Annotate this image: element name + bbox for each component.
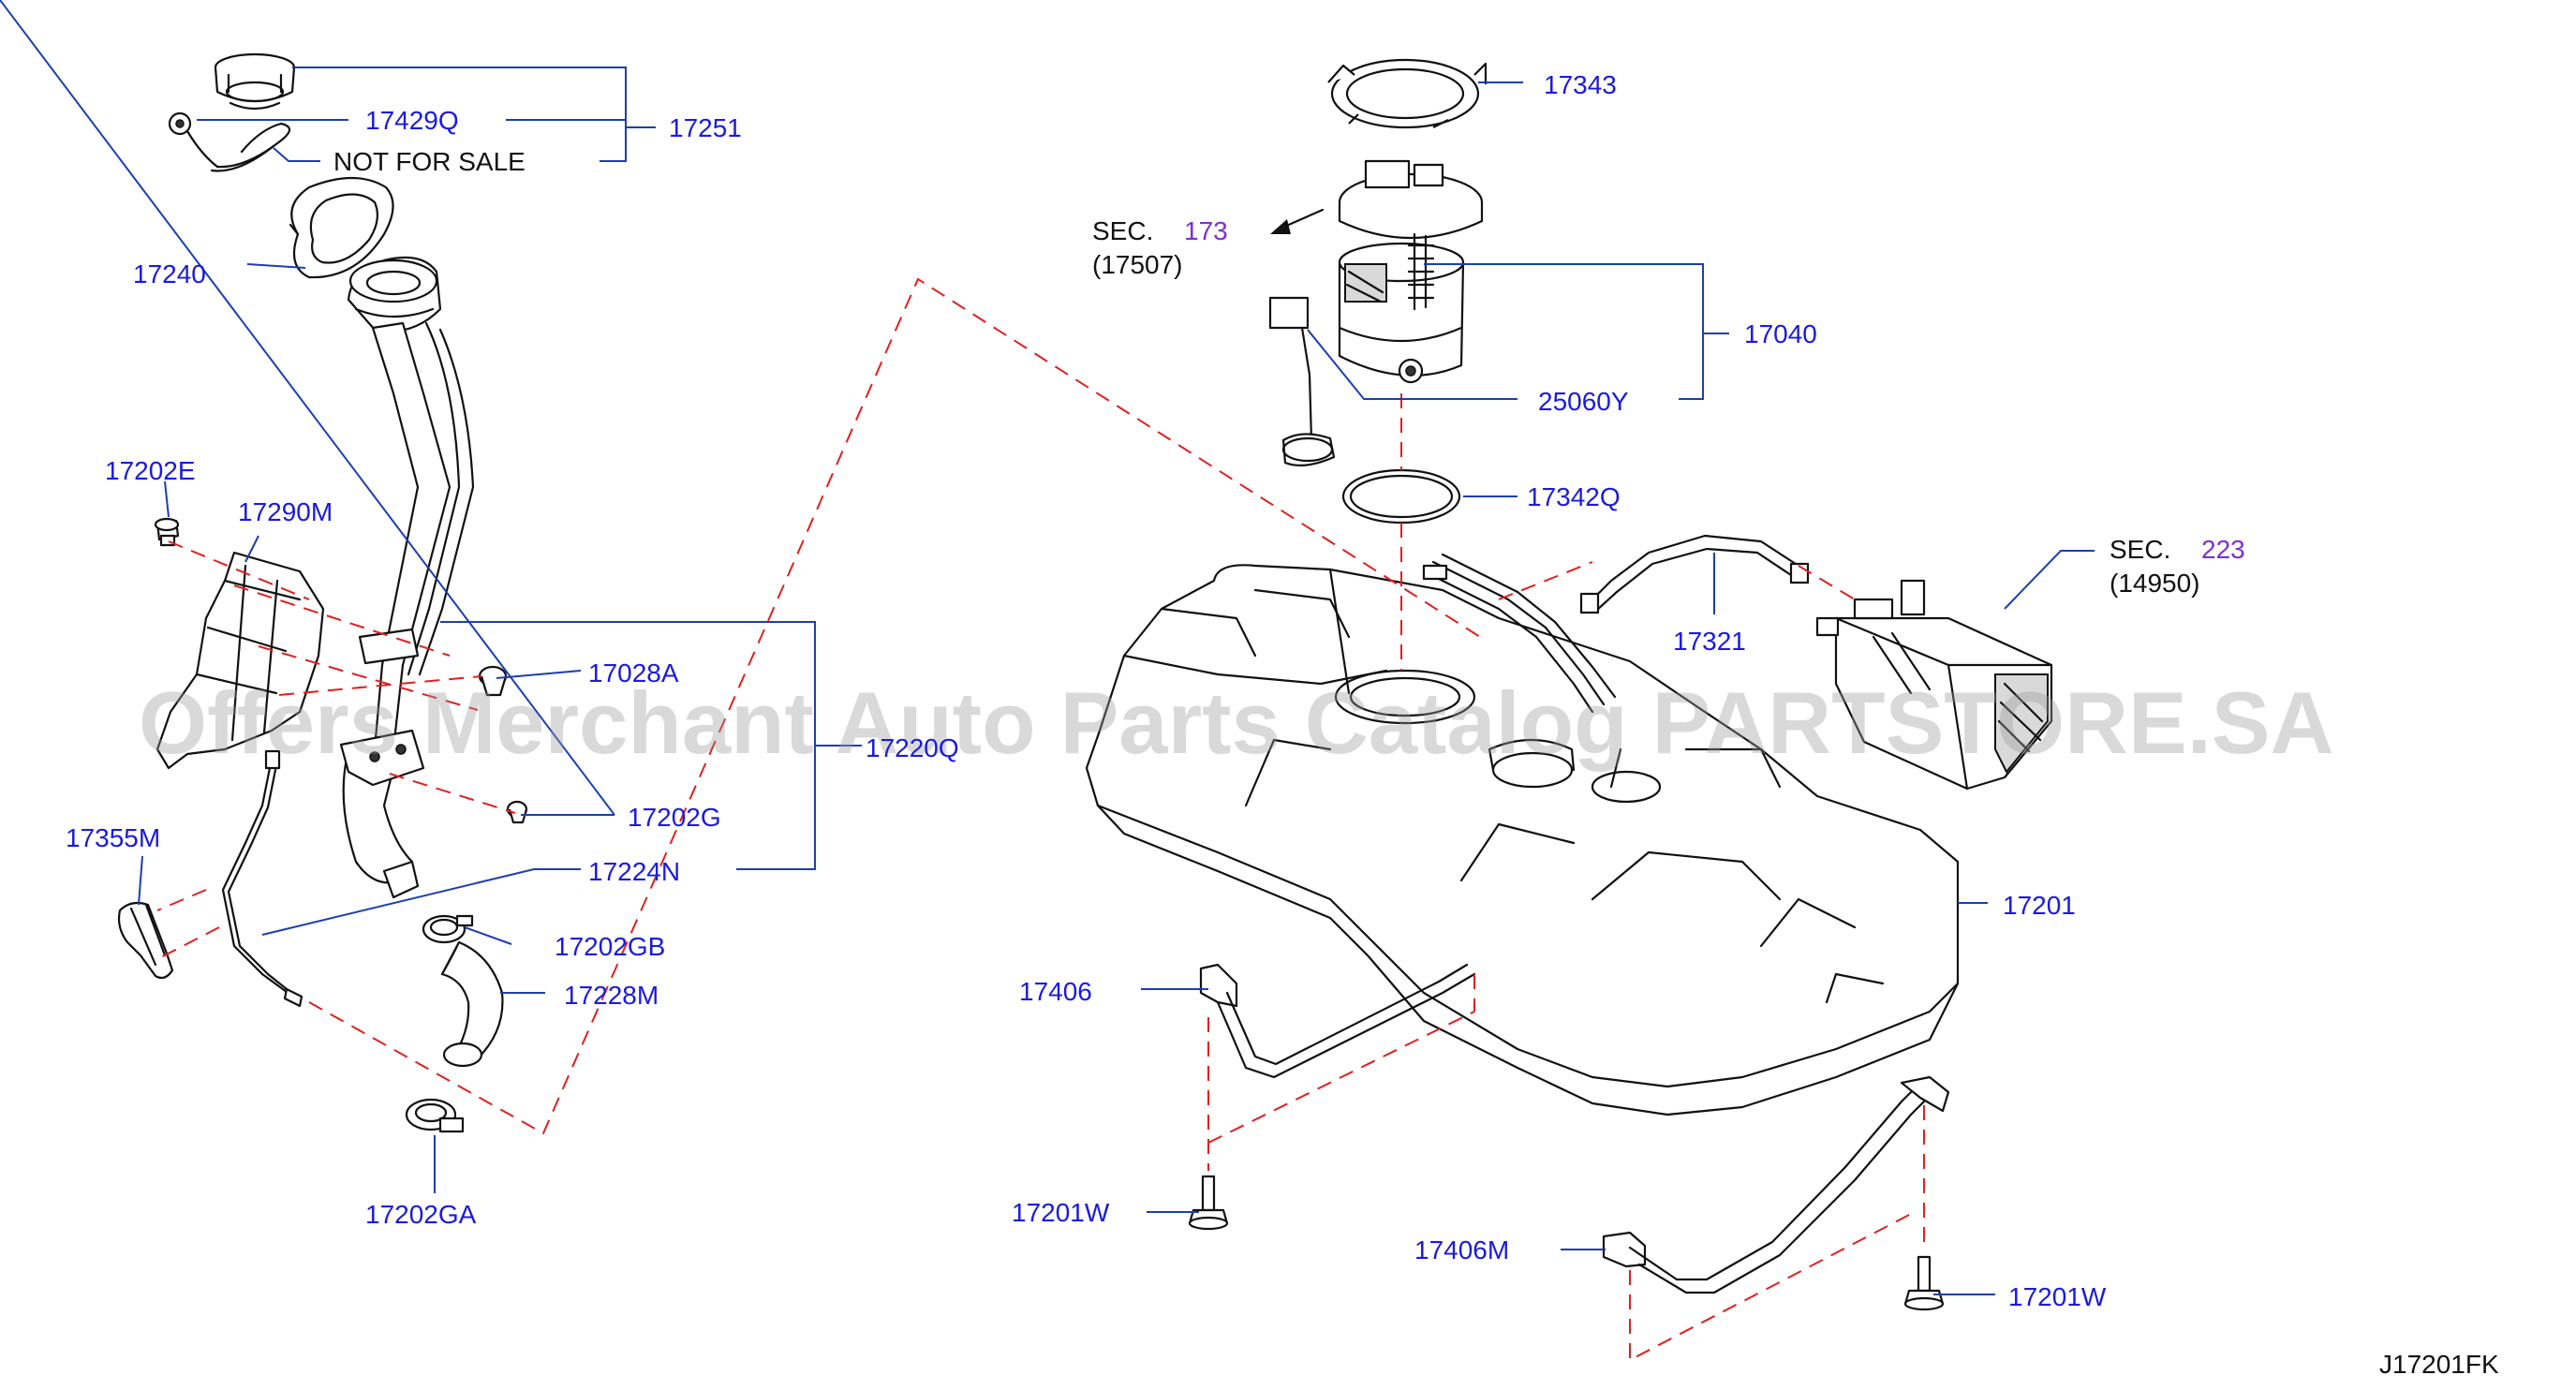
sec-173-arrow: [1270, 208, 1325, 234]
assembly-dashed-lines: [156, 277, 1925, 1362]
callout-17202ga[interactable]: 17202GA: [365, 1200, 477, 1229]
tank-strap-17406: [1199, 963, 1476, 1079]
filler-cap: [214, 52, 296, 111]
callout-17224n[interactable]: 17224N: [588, 857, 680, 886]
callout-17202gb[interactable]: 17202GB: [555, 932, 665, 961]
callout-17406[interactable]: 17406: [1019, 977, 1092, 1006]
not-for-sale-note: NOT FOR SALE: [333, 147, 526, 176]
bolt-17201w-b: [1903, 1255, 1945, 1311]
retainer-ring: [1327, 58, 1488, 129]
callout-17220q[interactable]: 17220Q: [866, 733, 959, 762]
callout-17240[interactable]: 17240: [133, 259, 206, 288]
leader-lines: [0, 0, 2095, 1295]
hose-clamp-17202ga: [405, 1098, 465, 1133]
sec-173-sub: (17507): [1092, 250, 1183, 279]
vent-hose: [1579, 534, 1810, 614]
callout-17355m[interactable]: 17355M: [66, 823, 160, 852]
sec-223-sub: (14950): [2110, 569, 2200, 598]
clip-17028a: [478, 665, 508, 697]
callout-17406m[interactable]: 17406M: [1414, 1235, 1509, 1264]
sec-223-link[interactable]: 223: [2201, 535, 2245, 564]
callout-17201w-a[interactable]: 17201W: [1012, 1198, 1110, 1227]
filler-hose: [440, 940, 504, 1068]
sec-223-prefix: SEC.: [2110, 535, 2170, 564]
cap-tether-clip: [168, 111, 291, 172]
filler-tube: [339, 256, 475, 899]
watermark: Offers Merchant Auto Parts Catalog PARTS…: [139, 673, 2333, 772]
callout-17040[interactable]: 17040: [1744, 319, 1817, 348]
filler-gasket: [289, 176, 394, 279]
fuel-tank: [1085, 553, 1960, 1116]
heat-shield: [155, 551, 325, 770]
sec-173-prefix: SEC.: [1092, 216, 1153, 245]
callout-25060y[interactable]: 25060Y: [1538, 387, 1629, 416]
callout-17202e[interactable]: 17202E: [105, 456, 196, 485]
tank-strap-17406m: [1602, 1075, 1950, 1294]
lid-actuator: [117, 901, 174, 980]
bolt-17201w-a: [1188, 1175, 1229, 1231]
opener-cable: [221, 749, 303, 1008]
pump-o-ring: [1341, 468, 1461, 525]
callout-17201[interactable]: 17201: [2003, 891, 2076, 920]
bolt-17202e: [154, 517, 180, 547]
fuel-level-sender: [1268, 296, 1336, 467]
callout-17321[interactable]: 17321: [1673, 627, 1746, 656]
callout-17429q[interactable]: 17429Q: [365, 106, 459, 135]
callout-17251[interactable]: 17251: [669, 113, 742, 142]
callout-17342q[interactable]: 17342Q: [1527, 482, 1621, 511]
callout-17343[interactable]: 17343: [1544, 70, 1617, 99]
callout-17290m[interactable]: 17290M: [238, 497, 333, 526]
callout-17202g[interactable]: 17202G: [628, 803, 721, 832]
callout-labels: 17251 17429Q NOT FOR SALE 17240 17202E 1…: [66, 70, 2245, 1311]
sec-173-link[interactable]: 173: [1184, 216, 1228, 245]
hose-clamp-17202gb: [422, 914, 474, 944]
evap-canister: [1815, 579, 2053, 791]
callout-17201w-b[interactable]: 17201W: [2008, 1282, 2107, 1311]
diagram-code: J17201FK: [2379, 1350, 2499, 1379]
callout-17228m[interactable]: 17228M: [564, 981, 659, 1010]
callout-17028a[interactable]: 17028A: [588, 658, 679, 688]
fuel-pump-module: [1338, 159, 1484, 384]
